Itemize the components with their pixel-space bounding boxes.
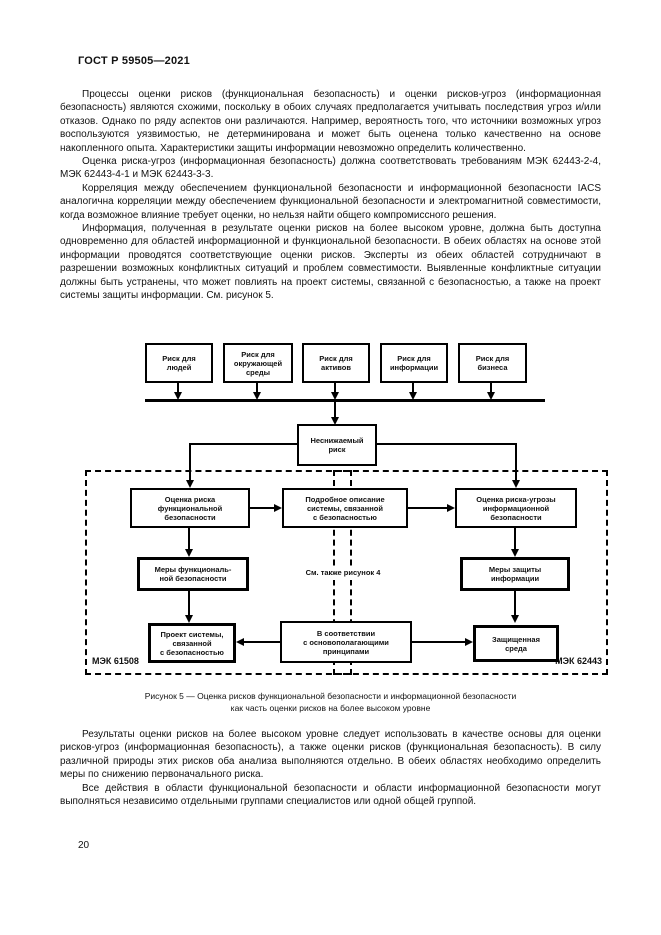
box-system-description: Подробное описание системы, связанной с … (282, 488, 408, 528)
arrowhead-down-icon (331, 392, 339, 400)
connector-risk-information (412, 383, 414, 393)
body-text-bottom: Результаты оценки рисков на более высоко… (60, 728, 601, 808)
connector-residual-right-drop (515, 443, 517, 481)
connector-residual-right (377, 443, 516, 445)
box-risk-assets: Риск для активов (302, 343, 370, 383)
connector-bus-residual (334, 402, 336, 417)
paragraph: Информация, полученная в результате оцен… (60, 223, 601, 302)
arrowhead-down-icon (511, 615, 519, 623)
paragraph: Оценка риска-угроз (информационная безоп… (60, 156, 601, 181)
paragraph: Результаты оценки рисков на более высоко… (60, 729, 601, 781)
arrowhead-right-icon (447, 504, 455, 512)
connector-measures-to-design (188, 591, 190, 615)
figure-5-diagram: МЭК 61508 МЭК 62443 Риск для людей Риск … (60, 340, 610, 688)
connector-measures-to-environment (514, 591, 516, 615)
connector-risk-environment (256, 383, 258, 393)
box-is-risk-assessment: Оценка риска-угрозы информационной безоп… (455, 488, 577, 528)
arrowhead-down-icon (512, 480, 520, 488)
see-also-note: См. также рисунок 4 (290, 566, 396, 580)
connector-is-to-measures (514, 528, 516, 551)
box-fs-measures: Меры функциональ- ной безопасности (137, 557, 249, 591)
box-is-measures: Меры защиты информации (460, 557, 570, 591)
arrowhead-down-icon (253, 392, 261, 400)
connector-residual-left (190, 443, 297, 445)
paragraph: Процессы оценки рисков (функциональная б… (60, 89, 601, 154)
box-risk-business: Риск для бизнеса (458, 343, 527, 383)
connector-fs-to-measures (188, 528, 190, 551)
arrowhead-down-icon (511, 549, 519, 557)
arrowhead-down-icon (409, 392, 417, 400)
arrowhead-down-icon (174, 392, 182, 400)
box-risk-people: Риск для людей (145, 343, 213, 383)
connector-principles-to-design (244, 641, 280, 643)
paragraph: Все действия в области функциональной бе… (60, 782, 601, 808)
connector-principles-to-environment (412, 641, 466, 643)
paragraph: Корреляция между обеспечением функционал… (60, 182, 601, 221)
connector-description-to-is (408, 507, 449, 509)
box-guiding-principles: В соответствии с основополагающими принц… (280, 621, 412, 663)
arrowhead-right-icon (274, 504, 282, 512)
iec-62443-label: МЭК 62443 (555, 656, 602, 666)
box-safety-system-design: Проект системы, связанной с безопасность… (148, 623, 236, 663)
connector-fs-to-description (250, 507, 276, 509)
arrowhead-down-icon (487, 392, 495, 400)
bus-line (145, 399, 545, 402)
arrowhead-down-icon (331, 417, 339, 425)
box-risk-information: Риск для информации (380, 343, 448, 383)
iec-61508-label: МЭК 61508 (92, 656, 139, 666)
arrowhead-left-icon (236, 638, 244, 646)
box-residual-risk: Неснижаемый риск (297, 424, 377, 466)
arrowhead-down-icon (185, 615, 193, 623)
arrowhead-down-icon (185, 549, 193, 557)
connector-risk-people (177, 383, 179, 393)
arrowhead-down-icon (186, 480, 194, 488)
box-risk-environment: Риск для окружающей среды (223, 343, 293, 383)
connector-risk-assets (334, 383, 336, 393)
arrowhead-right-icon (465, 638, 473, 646)
connector-risk-business (490, 383, 492, 393)
document-header: ГОСТ Р 59505—2021 (78, 55, 190, 67)
box-protected-environment: Защищенная среда (473, 625, 559, 662)
box-fs-risk-assessment: Оценка риска функциональной безопасности (130, 488, 250, 528)
page-number: 20 (78, 840, 90, 851)
body-text-top: Процессы оценки рисков (функциональная б… (60, 88, 601, 303)
figure-caption: Рисунок 5 — Оценка рисков функциональной… (144, 691, 517, 713)
connector-residual-left-drop (189, 443, 191, 481)
